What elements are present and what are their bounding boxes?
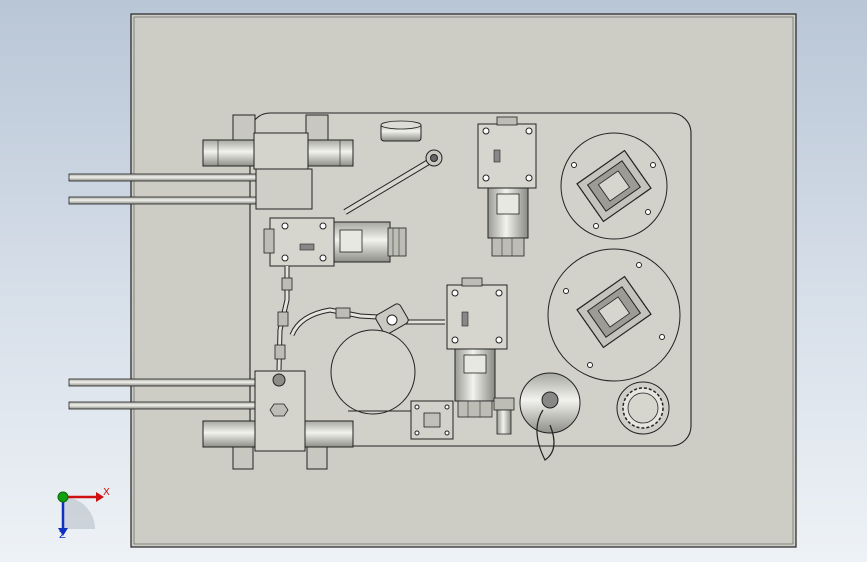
square-flange	[410, 400, 454, 440]
reservoir-outline	[330, 329, 416, 415]
base-plate-inner-edge	[133, 16, 794, 545]
triad-x-label: X	[103, 487, 110, 498]
solenoid-valve-left	[263, 217, 407, 267]
pipe-fitting	[493, 397, 515, 435]
solenoid-valve-upper	[477, 116, 537, 257]
coordinate-triad	[57, 491, 104, 536]
triad-origin-y-axis	[57, 491, 69, 503]
cylinder-assembly-top	[202, 114, 354, 210]
round-plate-lower	[547, 248, 681, 382]
hose-fittings	[274, 277, 351, 360]
solenoid-valve-center	[446, 277, 508, 418]
cap-top-center	[380, 120, 422, 142]
hose-clamp	[375, 303, 409, 335]
bearing-ring	[616, 381, 670, 435]
lever-arm	[343, 149, 443, 215]
round-plate-upper	[560, 132, 668, 240]
cylinder-assembly-bottom	[202, 370, 354, 470]
triad-z-label: Z	[59, 530, 66, 541]
filler-cap	[519, 372, 581, 461]
